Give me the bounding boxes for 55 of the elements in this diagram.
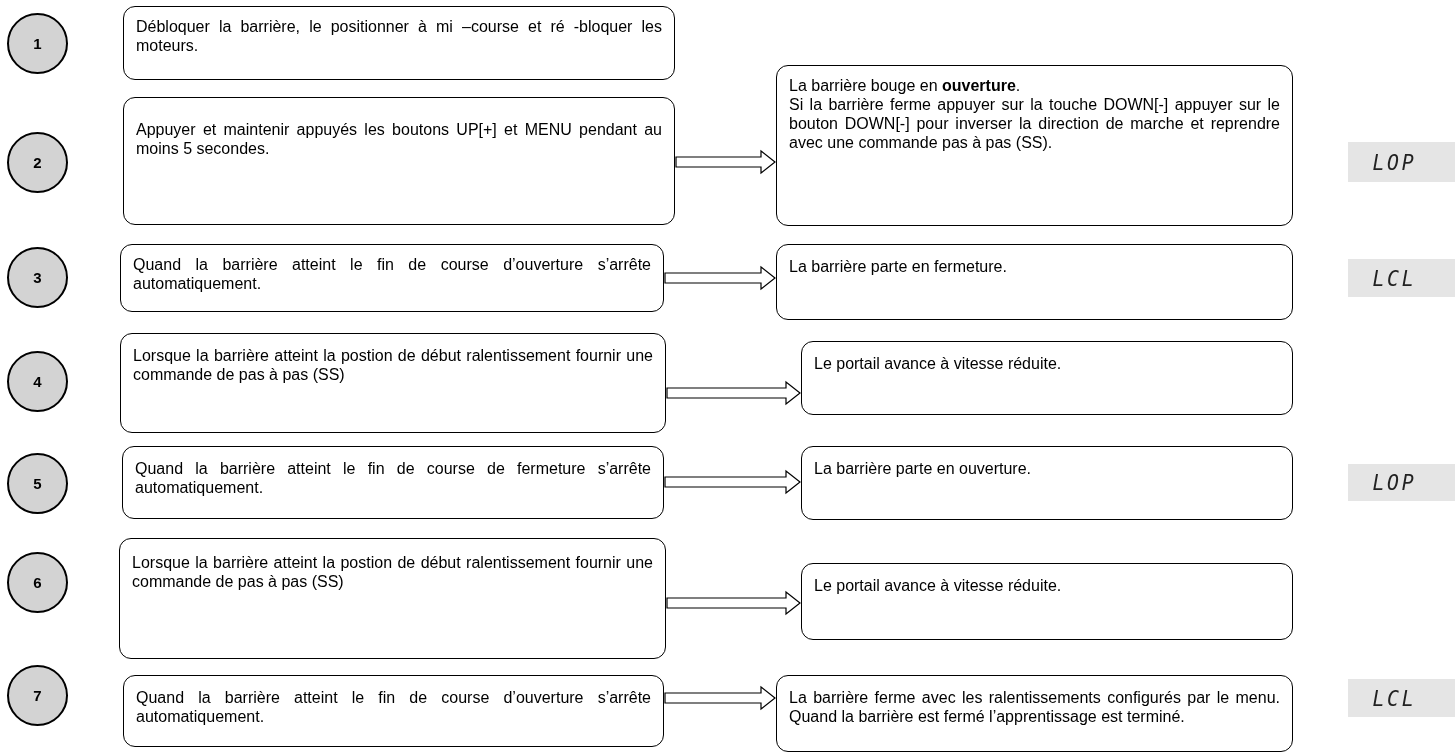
lcd-display <box>1348 679 1455 717</box>
display-code: LCL <box>1372 265 1417 291</box>
step-circle <box>7 13 68 74</box>
step-circle <box>7 665 68 726</box>
lcd-display <box>1348 142 1455 182</box>
step-number: 3 <box>33 269 42 286</box>
step-circle <box>7 351 68 412</box>
instruction-text: Lorsque la barrière atteint la postion de début ralentissement fournir une commande de pas à pas (SS) <box>132 553 653 591</box>
instruction-text: Quand la barrière atteint le fin de course d’ouverture s’arrête automatiquement. <box>133 255 651 293</box>
step-circle <box>7 552 68 613</box>
instruction-box <box>123 6 675 80</box>
instruction-box <box>801 341 1293 415</box>
instruction-box <box>776 675 1293 752</box>
step-number: 2 <box>33 154 42 171</box>
instruction-text: Appuyer et maintenir appuyés les boutons UP[+] et MENU pendant au moins 5 secondes. <box>136 120 662 158</box>
instruction-box <box>120 333 666 433</box>
instruction-box <box>119 538 666 659</box>
display-code: LOP <box>1372 149 1417 175</box>
step-number: 6 <box>33 574 42 591</box>
step-number: 4 <box>33 373 42 390</box>
instruction-box <box>122 446 664 519</box>
block-arrow <box>664 685 776 711</box>
display-code: LOP <box>1372 470 1417 495</box>
block-arrow <box>666 380 801 406</box>
step-number: 5 <box>33 475 42 492</box>
lcd-display <box>1348 259 1455 297</box>
step-number: 1 <box>33 35 42 52</box>
block-arrow <box>675 149 776 175</box>
instruction-box <box>123 675 664 747</box>
instruction-text: Le portail avance à vitesse réduite. <box>814 354 1063 373</box>
instruction-text: La barrière ferme avec les ralentissements configurés par le menu. Quand la barrière est fermé l’apprentissage est terminé. <box>789 688 1280 726</box>
instruction-text: Quand la barrière atteint le fin de course de fermeture s’arrête automatiquement. <box>135 459 651 497</box>
block-arrow <box>664 469 801 495</box>
instruction-box <box>120 244 664 312</box>
block-arrow <box>664 265 776 291</box>
lcd-display <box>1348 464 1455 501</box>
display-code: LCL <box>1372 685 1417 711</box>
instruction-text: Si la barrière ferme appuyer sur la touche DOWN[-] appuyer sur le bouton DOWN[-] pour inverser la direction de marche et reprendre avec une commande pas à pas (SS). <box>789 95 1280 152</box>
step-circle <box>7 453 68 514</box>
step-circle <box>7 247 68 308</box>
instruction-box <box>801 446 1293 520</box>
instruction-box <box>123 97 675 225</box>
step-circle <box>7 132 68 193</box>
instruction-text: Débloquer la barrière, le positionner à mi –course et ré -bloquer les moteurs. <box>136 17 662 55</box>
instruction-text: La barrière parte en ouverture. <box>814 459 1032 478</box>
instruction-text: Lorsque la barrière atteint la postion de début ralentissement fournir une commande de pas à pas (SS) <box>133 346 653 384</box>
instruction-text: La barrière parte en fermeture. <box>789 257 1008 276</box>
block-arrow <box>666 590 801 616</box>
instruction-box <box>776 65 1293 226</box>
instruction-text: La barrière bouge en ouverture. <box>789 76 1022 95</box>
step-number: 7 <box>33 687 42 704</box>
instruction-box <box>776 244 1293 320</box>
instruction-box <box>801 563 1293 640</box>
instruction-text: Quand la barrière atteint le fin de course d’ouverture s’arrête automatiquement. <box>136 688 651 726</box>
instruction-text: Le portail avance à vitesse réduite. <box>814 576 1063 595</box>
